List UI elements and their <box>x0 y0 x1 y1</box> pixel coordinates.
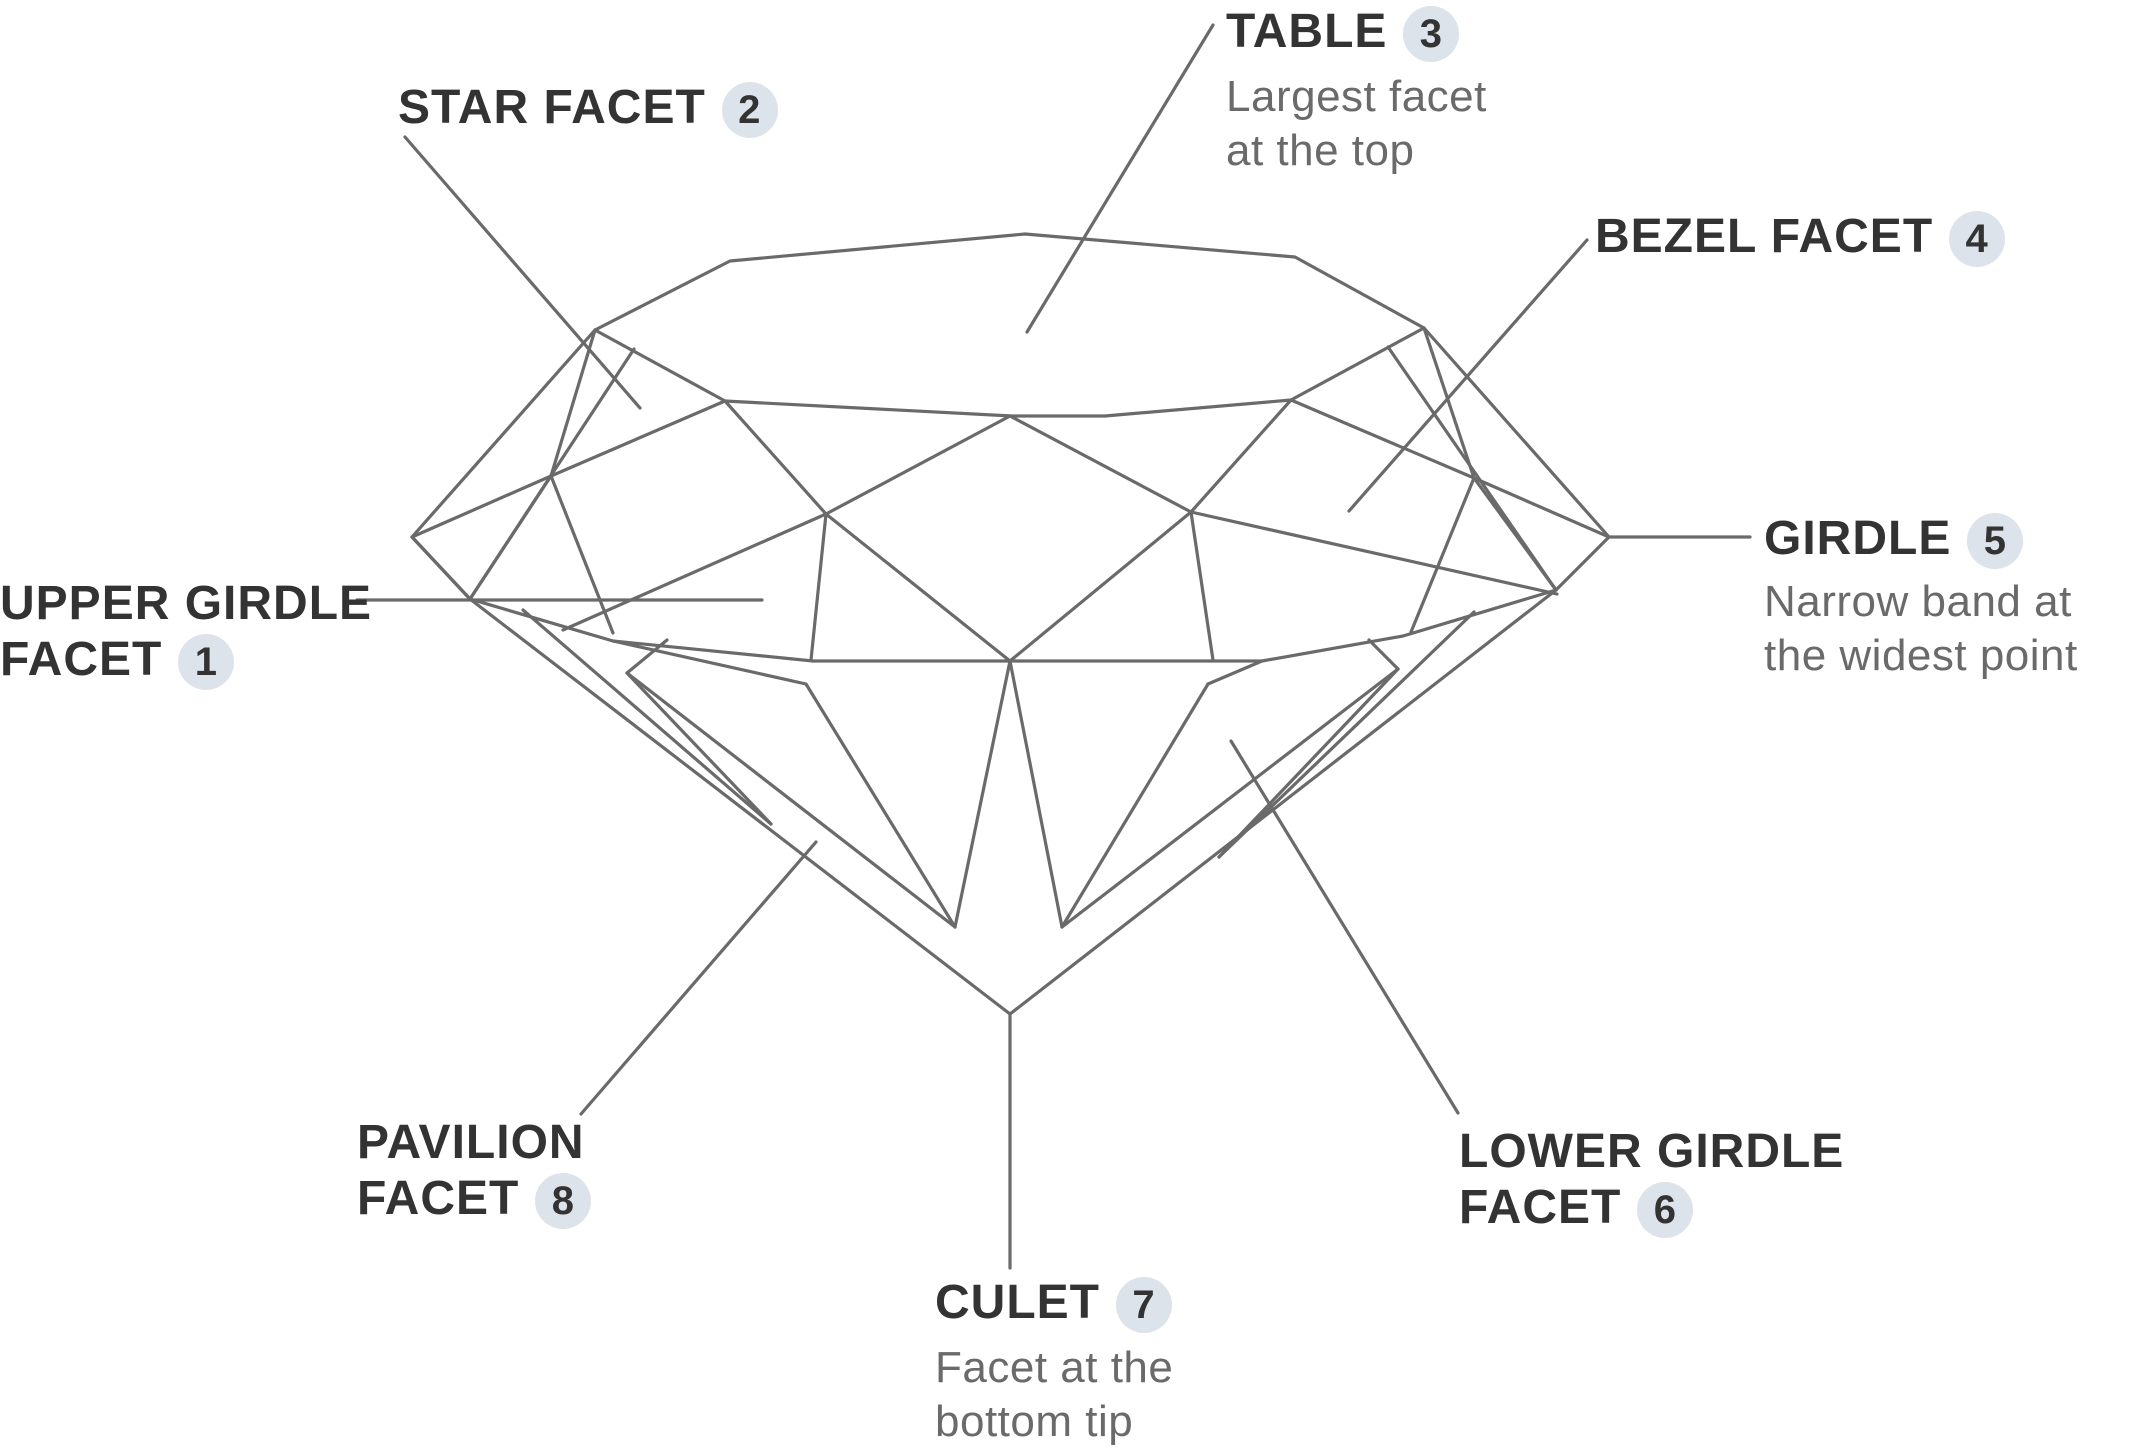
label-culet: CULET 7 Facet at the bottom tip <box>935 1275 1173 1449</box>
label-description: Narrow band at <box>1764 577 2072 627</box>
number-badge: 4 <box>1949 211 2006 268</box>
label-title-line: TABLE 3 <box>1226 4 1487 63</box>
label-table: TABLE 3 Largest facet at the top <box>1226 4 1487 178</box>
label-title: CULET <box>935 1276 1100 1329</box>
label-description: Facet at the <box>935 1343 1174 1393</box>
label-title: LOWER GIRDLE <box>1459 1125 1845 1178</box>
number-badge: 1 <box>178 634 235 691</box>
label-pavilion-facet: PAVILION FACET 8 <box>357 1115 592 1230</box>
number-badge: 3 <box>1403 6 1460 63</box>
label-title: GIRDLE <box>1764 512 1952 565</box>
label-title-line: BEZEL FACET 4 <box>1595 209 2006 268</box>
label-bezel-facet: BEZEL FACET 4 <box>1595 209 2006 268</box>
number-badge: 7 <box>1115 1277 1172 1334</box>
label-title: STAR FACET <box>398 81 706 134</box>
leader-line-table <box>1025 23 1215 334</box>
label-title-line: STAR FACET 2 <box>398 80 778 139</box>
label-description: at the top <box>1226 126 1415 176</box>
number-badge: 5 <box>1967 513 2024 570</box>
label-title-line-2: FACET 6 <box>1459 1180 1844 1239</box>
leader-line-star-facet <box>403 135 642 410</box>
label-star-facet: STAR FACET 2 <box>398 80 778 139</box>
number-badge: 2 <box>721 82 778 139</box>
label-title: FACET <box>1459 1181 1622 1234</box>
label-title: TABLE <box>1226 5 1388 58</box>
label-title: PAVILION <box>357 1116 585 1169</box>
label-upper-girdle-facet: UPPER GIRDLE FACET 1 <box>0 576 373 691</box>
leader-line-pavilion-facet <box>579 840 818 1116</box>
label-title-line-2: FACET 8 <box>357 1171 592 1230</box>
label-title: BEZEL FACET <box>1595 210 1934 263</box>
pavilion-facets <box>521 608 1476 929</box>
leader-line-bezel-facet <box>1347 238 1589 513</box>
leader-line-lower-girdle-facet <box>1229 739 1460 1115</box>
label-title: UPPER GIRDLE <box>0 577 373 630</box>
label-title: FACET <box>357 1172 520 1225</box>
label-title-line: GIRDLE 5 <box>1764 511 2078 570</box>
label-lower-girdle-facet: LOWER GIRDLE FACET 6 <box>1459 1124 1845 1239</box>
label-title-line: CULET 7 <box>935 1275 1173 1334</box>
label-description: Largest facet <box>1226 72 1487 122</box>
leader-lines <box>355 23 1752 1270</box>
label-girdle: GIRDLE 5 Narrow band at the widest point <box>1764 511 2078 683</box>
label-description: the widest point <box>1764 631 2078 681</box>
label-description: bottom tip <box>935 1397 1134 1447</box>
crown-facets <box>410 326 1611 663</box>
label-title-line-2: FACET 1 <box>0 632 372 691</box>
number-badge: 6 <box>1637 1182 1694 1239</box>
number-badge: 8 <box>535 1173 592 1230</box>
label-title: FACET <box>0 633 163 686</box>
